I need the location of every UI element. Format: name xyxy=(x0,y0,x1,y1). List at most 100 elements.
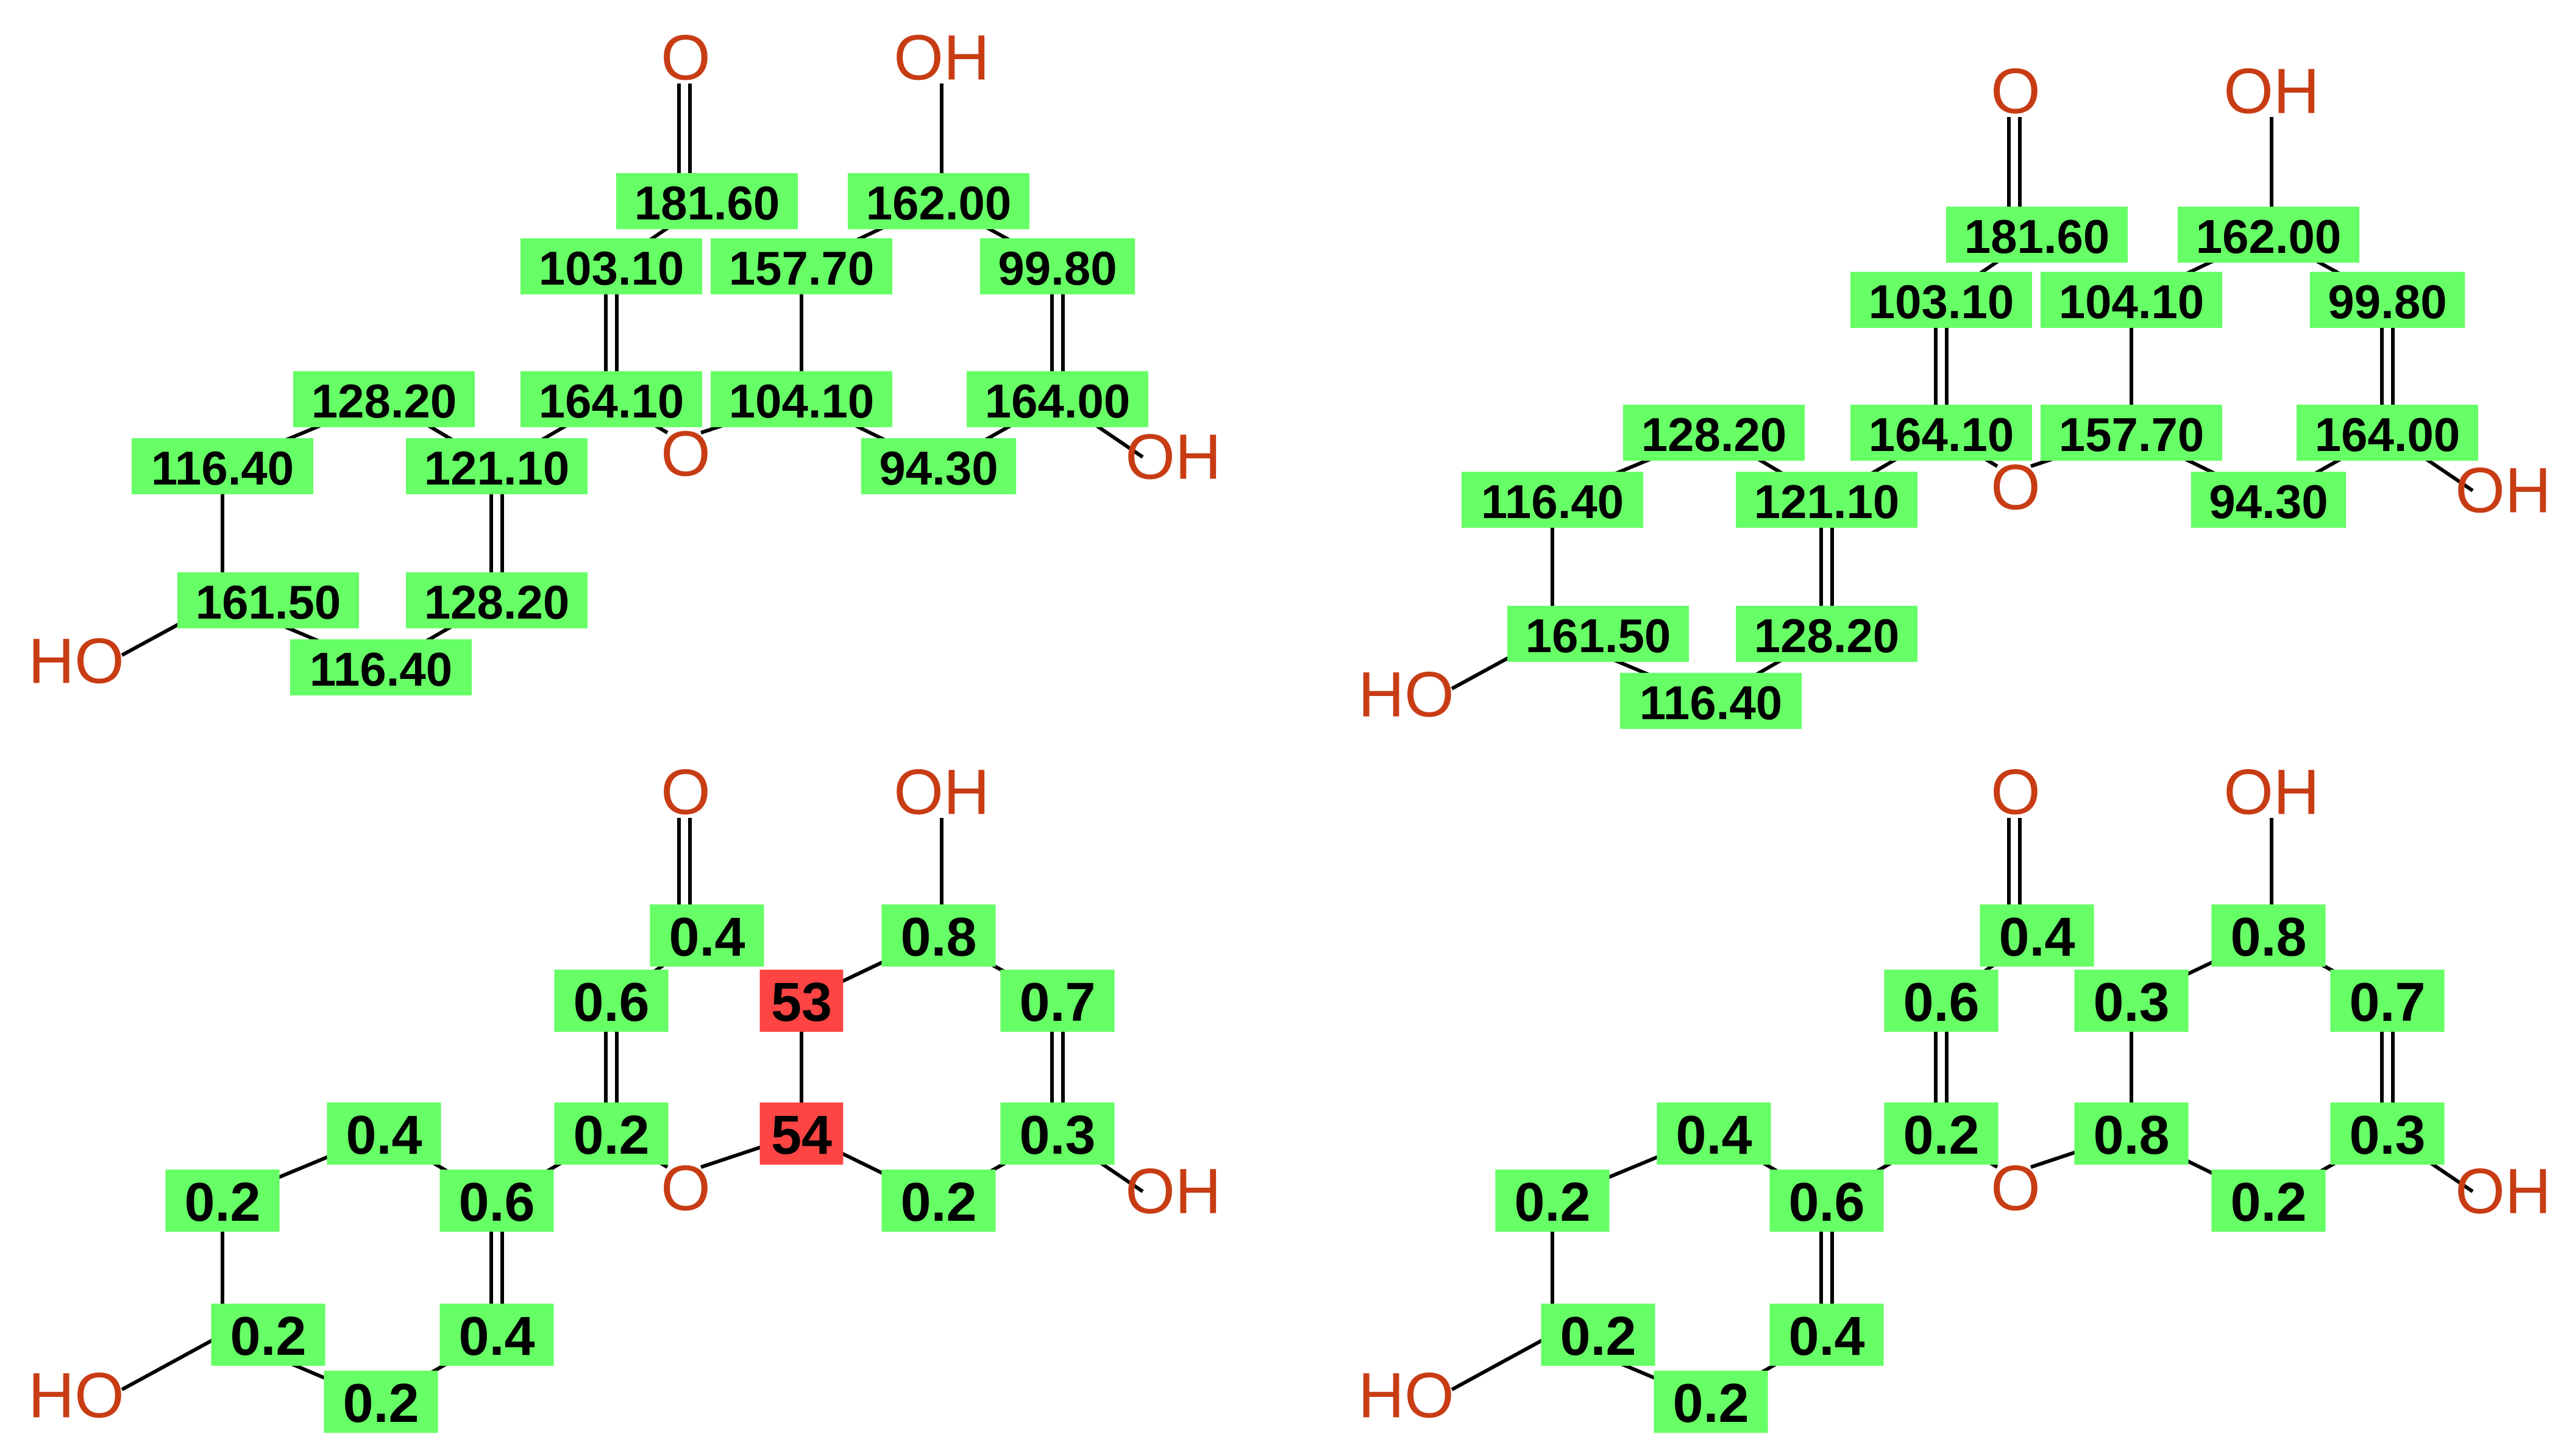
label-value: 116.40 xyxy=(1481,475,1624,528)
carbon-error-label: 0.7 xyxy=(1000,970,1115,1033)
label-box xyxy=(290,639,472,695)
label-box xyxy=(1884,1103,1999,1165)
label-box xyxy=(2211,904,2326,967)
label-box xyxy=(861,438,1017,494)
label-value: 0.2 xyxy=(573,1105,649,1166)
label-box xyxy=(554,1103,669,1165)
label-box xyxy=(324,1371,438,1433)
label-box xyxy=(439,1304,554,1366)
carbon-error-label: 0.4 xyxy=(327,1103,441,1166)
label-value: 104.10 xyxy=(729,374,875,428)
label-value: 181.60 xyxy=(634,176,780,230)
carbon-shift-label: 121.10 xyxy=(1735,472,1918,528)
label-value: 157.70 xyxy=(2059,408,2205,461)
carbon-error-label: 0.8 xyxy=(2211,904,2326,968)
label-value: 164.00 xyxy=(2315,408,2461,461)
label-box xyxy=(2074,1103,2189,1165)
label-box xyxy=(1945,207,2128,263)
atom-label: HO xyxy=(1358,659,1454,731)
label-value: 0.8 xyxy=(2093,1105,2169,1166)
label-box xyxy=(211,1304,325,1366)
carbon-error-label: 0.2 xyxy=(2211,1170,2326,1233)
carbon-shift-label: 99.80 xyxy=(2309,272,2465,328)
carbon-shift-label: 164.00 xyxy=(966,371,1149,428)
label-value: 128.20 xyxy=(1641,408,1787,461)
label-value: 0.3 xyxy=(2093,972,2169,1033)
label-box xyxy=(616,173,798,229)
label-box xyxy=(1980,904,2094,967)
atom-label: O xyxy=(1991,757,2041,828)
label-box xyxy=(1619,673,1802,729)
bond xyxy=(121,1333,224,1391)
carbon-error-label: 0.6 xyxy=(439,1170,554,1233)
carbon-error-label: 0.4 xyxy=(650,904,764,968)
label-box xyxy=(2040,272,2223,328)
label-box xyxy=(439,1170,554,1232)
atom-label: O xyxy=(1991,1153,2041,1224)
label-box xyxy=(1000,970,1115,1032)
label-value: 161.50 xyxy=(1526,609,1671,662)
atom-label: OH xyxy=(2223,757,2320,828)
atom-label: O xyxy=(661,23,711,94)
carbon-error-label: 54 xyxy=(759,1103,844,1166)
label-value: 0.4 xyxy=(669,907,745,968)
label-box xyxy=(1735,606,1918,662)
label-value: 0.2 xyxy=(1672,1373,1749,1434)
atom-label: OH xyxy=(894,23,990,94)
carbon-shift-label: 116.40 xyxy=(1461,472,1644,528)
label-value: 162.00 xyxy=(2196,210,2342,263)
carbon-error-label: 0.6 xyxy=(1884,970,1999,1033)
carbon-shift-label: 181.60 xyxy=(1945,207,2128,263)
atom-label: O xyxy=(661,419,711,490)
label-value: 0.6 xyxy=(1788,1172,1864,1233)
label-box xyxy=(1884,970,1999,1032)
carbon-shift-label: 128.20 xyxy=(1622,405,1805,461)
carbon-error-label: 0.8 xyxy=(2074,1103,2189,1166)
label-box xyxy=(1769,1304,1884,1366)
carbon-error-label: 0.2 xyxy=(1541,1304,1655,1367)
carbon-error-label: 0.2 xyxy=(211,1304,325,1367)
atom-label: O xyxy=(661,757,711,828)
atom-label: OH xyxy=(2223,56,2320,127)
carbon-shift-label: 116.40 xyxy=(131,438,314,495)
atom-label: HO xyxy=(28,1360,124,1432)
carbon-shift-label: 128.20 xyxy=(293,371,475,428)
label-box xyxy=(2040,405,2223,461)
carbon-error-label: 0.2 xyxy=(1495,1170,1610,1233)
label-value: 0.3 xyxy=(1019,1105,1095,1166)
carbon-error-label: 0.7 xyxy=(2330,970,2445,1033)
label-value: 0.2 xyxy=(1903,1105,1979,1166)
carbon-error-label: 53 xyxy=(759,970,844,1033)
carbon-error-label: 0.3 xyxy=(2074,970,2189,1033)
label-value: 164.00 xyxy=(985,374,1131,428)
carbon-error-label: 0.2 xyxy=(881,1170,996,1233)
label-value: 0.2 xyxy=(343,1373,419,1434)
label-value: 0.4 xyxy=(1999,907,2075,968)
atom-label: HO xyxy=(1358,1360,1454,1432)
carbon-shift-label: 164.10 xyxy=(1850,405,2033,461)
label-value: 121.10 xyxy=(1754,475,1900,528)
label-value: 0.4 xyxy=(346,1105,422,1166)
label-box xyxy=(1657,1103,1771,1165)
label-box xyxy=(405,572,588,628)
label-value: 181.60 xyxy=(1964,210,2110,263)
atom-label: OH xyxy=(1125,422,1221,493)
label-box xyxy=(710,238,893,294)
label-value: 99.80 xyxy=(998,241,1117,295)
carbon-shift-label: 157.70 xyxy=(710,238,893,295)
label-box xyxy=(520,238,703,294)
carbon-shift-label: 99.80 xyxy=(979,238,1135,295)
label-value: 0.2 xyxy=(1560,1306,1636,1367)
label-value: 0.2 xyxy=(184,1172,260,1233)
label-box xyxy=(293,371,475,427)
carbon-shift-label: 157.70 xyxy=(2040,405,2223,461)
label-value: 103.10 xyxy=(1869,275,2014,328)
label-value: 0.2 xyxy=(2230,1172,2306,1233)
carbon-shift-label: 104.10 xyxy=(2040,272,2223,328)
label-box xyxy=(847,173,1030,229)
label-box xyxy=(327,1103,441,1165)
carbon-error-label: 0.4 xyxy=(1769,1304,1884,1367)
